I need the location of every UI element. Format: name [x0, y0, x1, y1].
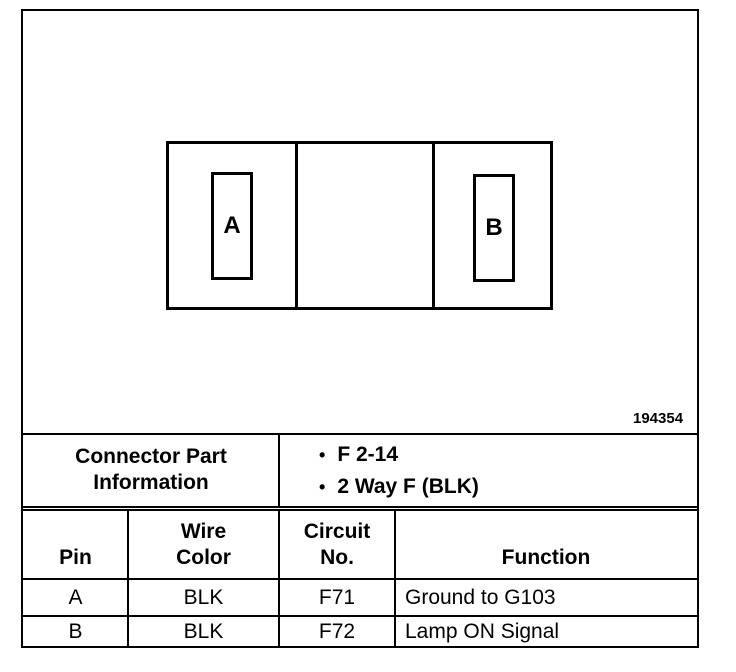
header-wire-color: Wire Color	[128, 511, 279, 578]
bullet-item: • F 2-14	[319, 439, 689, 471]
table-rule	[23, 433, 697, 435]
cavity-a: A	[211, 172, 253, 280]
connector-info-bullets: • F 2-14 • 2 Way F (BLK)	[319, 439, 689, 503]
row-b-function: Lamp ON Signal	[405, 619, 560, 643]
table-rule	[278, 433, 280, 508]
connector-divider	[295, 144, 298, 307]
table-rule	[23, 506, 697, 508]
header-circuit-line2: No.	[320, 545, 354, 569]
header-wire-color-line1: Wire	[180, 519, 227, 543]
bullet-icon: •	[319, 444, 326, 465]
connector-info-label-line2: Information	[93, 470, 209, 494]
table-rule	[127, 509, 129, 646]
connector-info-label: Connector Part Information	[23, 433, 279, 506]
cavity-b: B	[473, 174, 515, 282]
header-wire-color-line2: Color	[176, 545, 231, 569]
connector-table: Connector Part Information • F 2-14 • 2 Wa…	[23, 433, 697, 646]
reference-number: 194354	[633, 410, 684, 427]
connector-divider	[432, 144, 435, 307]
table-rule	[278, 509, 280, 646]
row-a-wire-color: BLK	[183, 585, 224, 609]
header-circuit-line1: Circuit	[303, 519, 371, 543]
table-rule	[23, 578, 697, 580]
header-circuit: Circuit No.	[279, 511, 395, 578]
row-a-function: Ground to G103	[405, 585, 556, 609]
row-a-circuit: F71	[318, 585, 356, 609]
row-b-pin: B	[68, 619, 83, 643]
bullet-text: F 2-14	[337, 443, 399, 466]
row-b-circuit: F72	[318, 619, 356, 643]
bullet-icon: •	[319, 476, 326, 497]
table-rule	[394, 509, 396, 646]
header-function: Function	[501, 546, 591, 569]
diagram-frame: A B 194354 Connector Part Information • F…	[21, 9, 699, 648]
row-b-wire-color: BLK	[183, 619, 224, 643]
connector-info-label-line1: Connector Part	[75, 444, 227, 468]
bullet-item: • 2 Way F (BLK)	[319, 471, 689, 503]
row-a-pin: A	[68, 585, 83, 609]
table-rule	[23, 615, 697, 617]
header-pin: Pin	[59, 546, 92, 569]
connector-face: A B	[166, 141, 553, 310]
table-rule	[23, 509, 697, 511]
bullet-text: 2 Way F (BLK)	[337, 475, 479, 498]
